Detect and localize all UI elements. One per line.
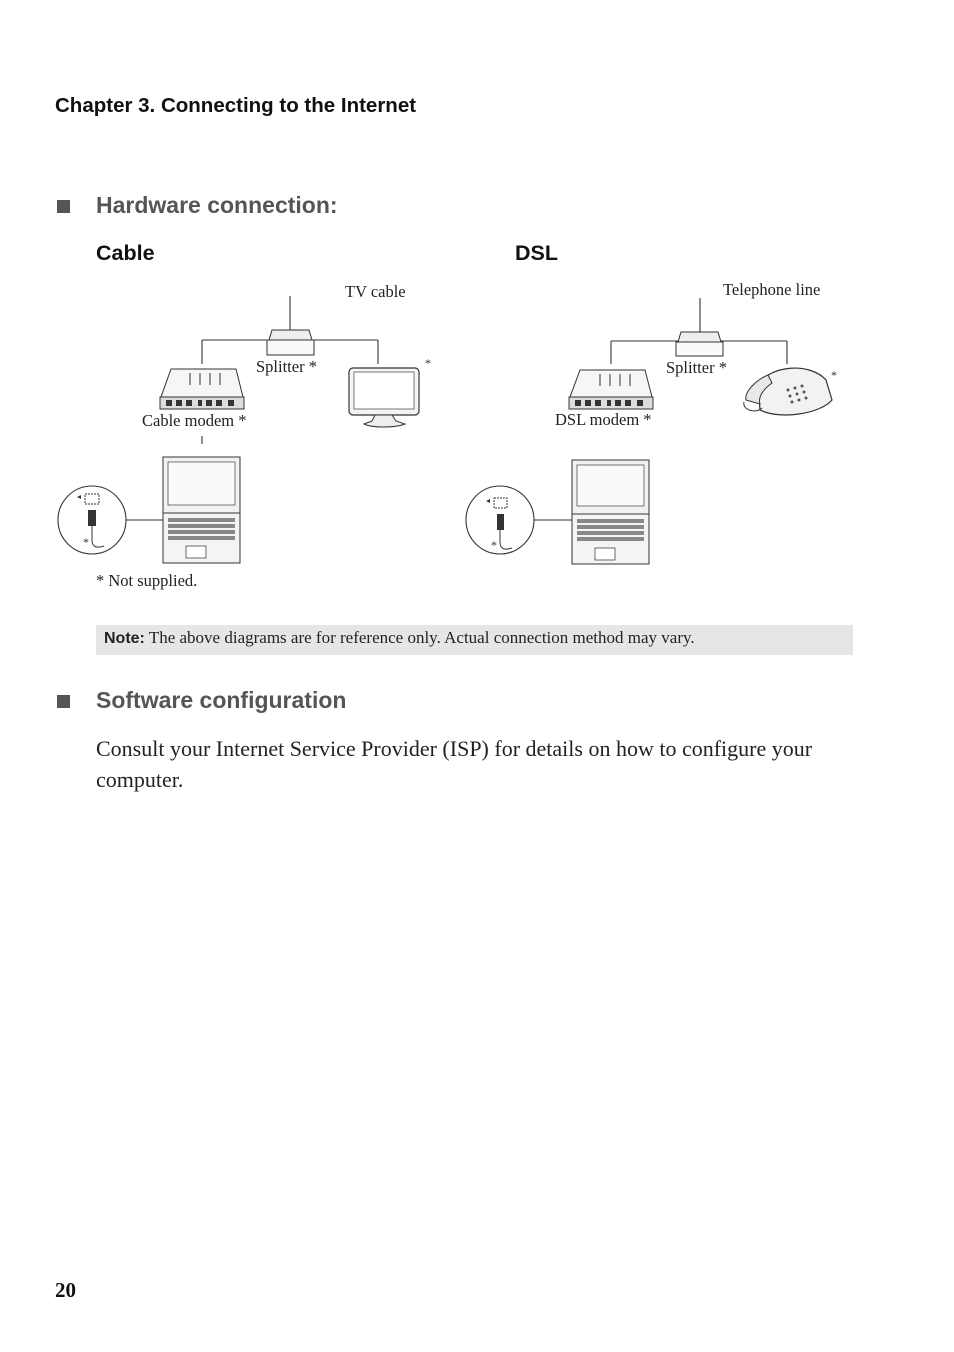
tv-monitor-icon [348,367,420,428]
phone-not-supplied-mark: * [831,368,837,382]
dsl-splitter-icon [675,331,724,357]
tv-cable-label: TV cable [345,282,406,301]
bullet-square-icon [57,695,70,708]
dsl-laptop-icon [571,459,650,565]
dsl-splitter-label: Splitter * [666,358,727,377]
dsl-modem-label: DSL modem * [555,410,652,429]
chapter-title: Chapter 3. Connecting to the Internet [55,94,417,117]
telephone-icon [743,367,833,416]
cable-modem-label: Cable modem * [142,411,247,430]
telephone-line-label: Telephone line [723,280,821,299]
dsl-phone-connector-icon [465,485,535,555]
software-configuration-heading: Software configuration [96,687,347,713]
page-number: 20 [55,1278,76,1302]
cable-ethernet-connector-icon [57,485,127,555]
hardware-connection-heading: Hardware connection: [96,192,338,218]
cable-splitter-label: Splitter * [256,357,317,376]
dsl-modem-icon [568,369,654,410]
connection-diagrams [57,296,833,565]
dsl-connector-not-supplied-mark: * [491,538,497,552]
note-text: Note: The above diagrams are for referen… [104,628,695,648]
cable-modem-icon [159,368,245,410]
software-configuration-body: Consult your Internet Service Provider (… [96,736,813,792]
note-body: The above diagrams are for reference onl… [144,628,695,647]
dsl-title: DSL [515,241,558,265]
note-box [96,625,853,655]
tv-not-supplied-mark: * [425,356,431,370]
note-label: Note: [104,630,145,647]
cable-splitter-icon [266,329,315,356]
cable-title: Cable [96,241,155,265]
not-supplied-footnote: * Not supplied. [96,571,198,590]
cable-connector-not-supplied-mark: * [83,535,89,549]
bullet-square-icon [57,200,70,213]
cable-laptop-icon [162,456,241,564]
